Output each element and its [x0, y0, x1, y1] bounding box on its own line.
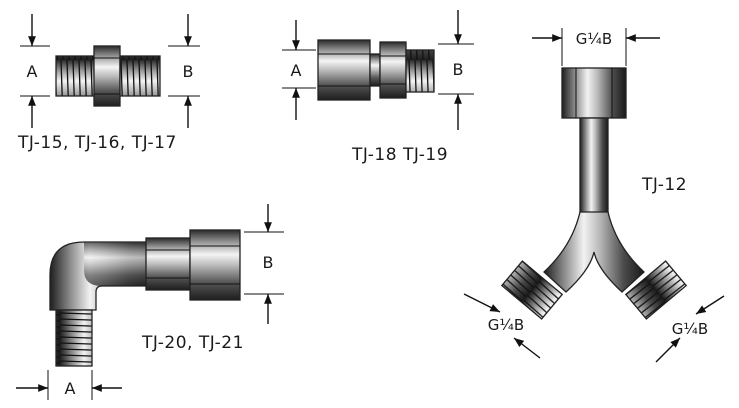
dimension-a-tj18: A: [282, 20, 316, 120]
label-g-left-tj12: G¼B: [488, 316, 524, 334]
dimension-g-left-tj12: G¼B: [463, 293, 541, 359]
caption-tj15: TJ-15, TJ-16, TJ-17: [17, 133, 177, 153]
fitting-tj18: [317, 39, 435, 101]
label-g-top-tj12: G¼B: [576, 30, 612, 48]
label-b-tj18: B: [453, 60, 464, 79]
dimension-a-tj15: A: [20, 14, 50, 128]
fitting-tj12: [500, 67, 688, 320]
label-b-tj20: B: [263, 253, 274, 272]
dimension-g-top-tj12: G¼B: [532, 28, 660, 66]
label-a-tj20: A: [65, 379, 76, 398]
caption-tj12: TJ-12: [641, 175, 687, 195]
dimension-g-right-tj12: G¼B: [655, 295, 725, 363]
label-g-right-tj12: G¼B: [672, 320, 708, 338]
caption-tj20: TJ-20, TJ-21: [141, 333, 244, 353]
fitting-tj20: [49, 229, 241, 367]
dimension-b-tj15: B: [168, 14, 200, 128]
label-a-tj18: A: [291, 61, 302, 80]
label-a-tj15: A: [27, 62, 38, 81]
dimension-a-tj20: A: [16, 370, 122, 400]
dimension-b-tj20: B: [244, 204, 284, 324]
fitting-tj15: [55, 45, 161, 107]
caption-tj18: TJ-18 TJ-19: [351, 145, 448, 165]
dimension-b-tj18: B: [438, 10, 474, 130]
label-b-tj15: B: [183, 62, 194, 81]
